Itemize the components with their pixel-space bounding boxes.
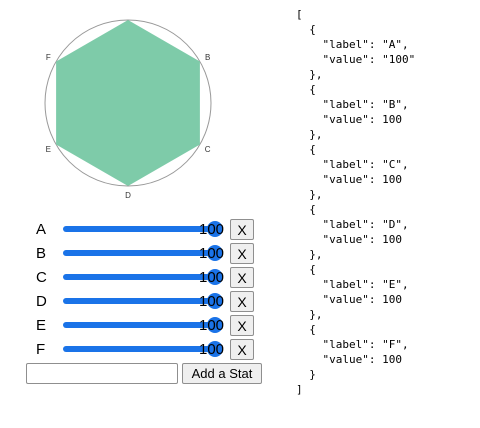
stat-value: 100 <box>199 341 225 358</box>
stat-label: C <box>36 269 47 286</box>
stat-slider-track[interactable] <box>63 250 215 256</box>
stat-row: B 100 X <box>32 243 272 267</box>
stat-value: 100 <box>199 317 225 334</box>
stat-label: A <box>36 221 47 238</box>
stat-value: 100 <box>199 221 225 238</box>
stat-slider-thumb[interactable] <box>207 317 223 333</box>
remove-stat-button[interactable]: X <box>230 243 254 264</box>
stat-slider-thumb[interactable] <box>207 269 223 285</box>
stat-value: 100 <box>199 245 225 262</box>
stat-label: F <box>36 341 46 358</box>
stat-row: F 100 X <box>32 339 272 363</box>
stat-row: A 100 X <box>32 219 272 243</box>
stat-slider-thumb[interactable] <box>207 341 223 357</box>
radar-vertex-label: F <box>46 53 51 62</box>
json-output: [ { "label": "A", "value": "100" }, { "l… <box>296 8 416 396</box>
stat-slider-track[interactable] <box>63 226 215 232</box>
stat-slider-track[interactable] <box>63 346 215 352</box>
remove-stat-button[interactable]: X <box>230 219 254 240</box>
remove-stat-button[interactable]: X <box>230 339 254 360</box>
stat-slider-track[interactable] <box>63 274 215 280</box>
stat-value: 100 <box>199 293 225 310</box>
stat-slider-thumb[interactable] <box>207 245 223 261</box>
radar-vertex-label: C <box>205 145 211 154</box>
stat-row: E 100 X <box>32 315 272 339</box>
stat-slider-thumb[interactable] <box>207 221 223 237</box>
radar-vertex-label: D <box>125 191 131 200</box>
stat-row: C 100 X <box>32 267 272 291</box>
stat-slider-track[interactable] <box>63 322 215 328</box>
remove-stat-button[interactable]: X <box>230 291 254 312</box>
radar-stat-polygon <box>56 20 200 186</box>
stat-row: D 100 X <box>32 291 272 315</box>
stat-value: 100 <box>199 269 225 286</box>
radar-chart: ABCDEF <box>44 19 212 200</box>
stat-slider-track[interactable] <box>63 298 215 304</box>
radar-vertex-label: E <box>46 145 51 154</box>
remove-stat-button[interactable]: X <box>230 267 254 288</box>
stat-label: E <box>36 317 47 334</box>
new-stat-input[interactable] <box>26 363 178 384</box>
radar-vertex-label: B <box>205 53 210 62</box>
stat-slider-thumb[interactable] <box>207 293 223 309</box>
stat-label: D <box>36 293 47 310</box>
stat-label: B <box>36 245 47 262</box>
remove-stat-button[interactable]: X <box>230 315 254 336</box>
add-stat-button[interactable]: Add a Stat <box>182 363 262 384</box>
